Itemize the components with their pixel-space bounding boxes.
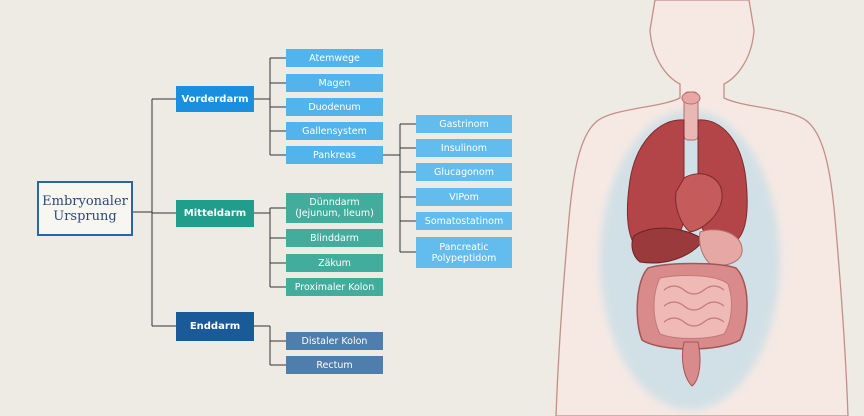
tumor-node: VIPom xyxy=(416,188,512,206)
branch-foregut: Vorderdarm xyxy=(176,86,254,112)
branch-hindgut: Enddarm xyxy=(176,312,254,341)
tumor-node: Pancreatic Polypeptidom xyxy=(416,237,512,268)
stomach-shape xyxy=(699,229,743,266)
small-intestine-shape xyxy=(653,275,732,339)
foregut-child-pancreas: Pankreas xyxy=(286,146,383,164)
foregut-child: Gallensystem xyxy=(286,122,383,140)
foregut-child: Duodenum xyxy=(286,98,383,116)
midgut-child: Dünndarm (Jejunum, Ileum) xyxy=(286,193,383,223)
foregut-child: Atemwege xyxy=(286,49,383,67)
rectum-shape xyxy=(681,341,701,387)
root-node: Embryonaler Ursprung xyxy=(37,181,133,236)
tumor-node: Insulinom xyxy=(416,139,512,157)
hindgut-child: Distaler Kolon xyxy=(286,332,383,350)
branch-midgut: Mitteldarm xyxy=(176,200,254,227)
tumor-node: Gastrinom xyxy=(416,115,512,133)
hindgut-child: Rectum xyxy=(286,356,383,374)
midgut-child: Zäkum xyxy=(286,254,383,272)
liver-shape xyxy=(631,227,705,264)
root-label-line1: Embryonaler xyxy=(42,193,128,209)
tumor-node: Somatostatinom xyxy=(416,212,512,230)
root-label-line2: Ursprung xyxy=(53,208,117,224)
tumor-node: Glucagonom xyxy=(416,163,512,181)
foregut-child: Magen xyxy=(286,74,383,92)
heart-shape xyxy=(675,173,723,233)
midgut-child: Blinddarm xyxy=(286,229,383,247)
midgut-child: Proximaler Kolon xyxy=(286,278,383,296)
